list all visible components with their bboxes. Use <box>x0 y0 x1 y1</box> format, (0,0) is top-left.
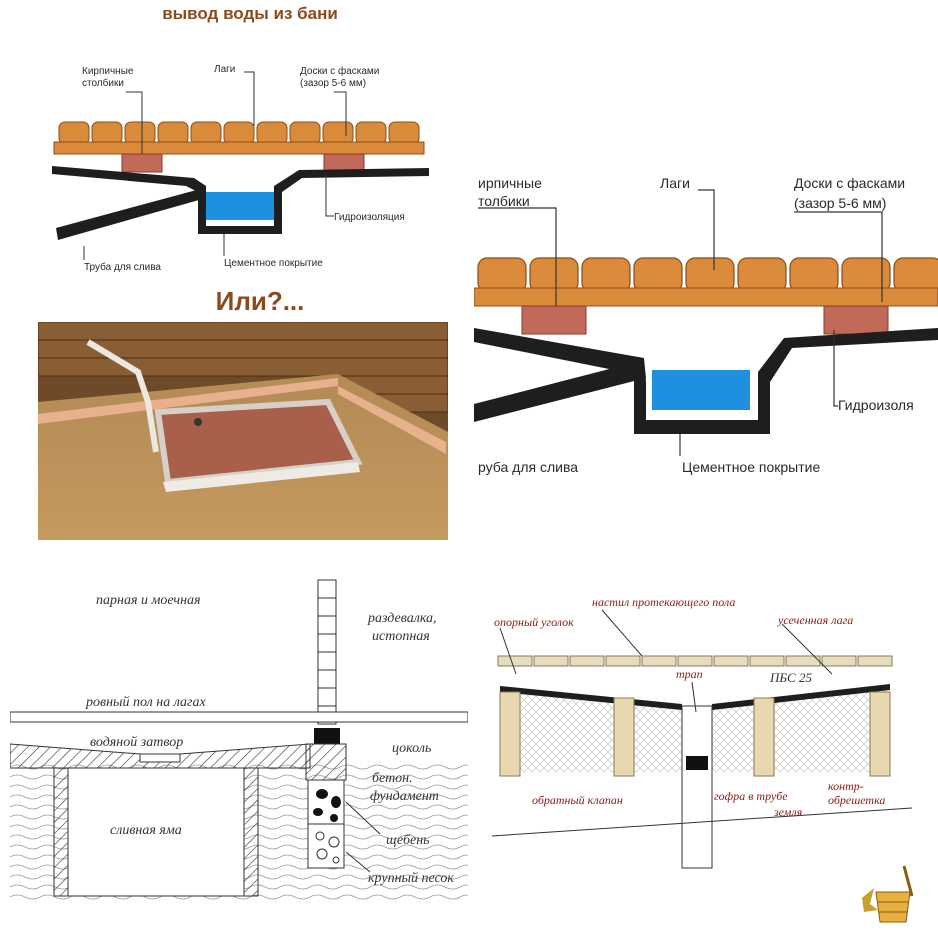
label-corrugation: гофра в трубе <box>714 789 788 803</box>
label-changing-room-2: истопная <box>372 629 430 644</box>
diagram-a-panel: Кирпичные столбики Лаги Доски с фасками … <box>34 48 454 284</box>
label-waterproofing: Гидроизоляция <box>334 212 405 223</box>
membrane <box>52 166 429 234</box>
leader-lines-d <box>492 609 912 837</box>
label-water-seal: водяной затвор <box>90 735 183 750</box>
label-counter-batten-2: обрешетка <box>828 793 885 807</box>
label-check-valve: обратный клапан <box>532 793 623 807</box>
label-sump: сливная яма <box>110 823 182 838</box>
label-b-waterproofing: Гидроизоля <box>838 397 914 413</box>
label-b-brick-posts-1: ирпичные <box>478 175 542 191</box>
diagram-d-panel: настил протекающего пола опорный уголок … <box>492 588 912 888</box>
deck-boards <box>497 655 893 667</box>
leader-lines <box>83 71 347 260</box>
label-gravel: щебень <box>386 833 430 848</box>
label-plinth: цоколь <box>392 741 431 756</box>
label-pbs: ПБС 25 <box>769 670 812 685</box>
brick-wall <box>317 579 337 725</box>
label-b-brick-posts-2: толбики <box>478 193 530 209</box>
diagram-c-svg: парная и моечная раздевалка, истопная ро… <box>10 579 468 902</box>
label-deck: настил протекающего пола <box>592 595 735 609</box>
label-boards-1: Доски с фасками <box>300 65 379 77</box>
drain-pipe <box>56 188 206 240</box>
label-steam-room: парная и моечная <box>96 593 201 608</box>
water-b <box>652 370 750 410</box>
boards <box>58 121 420 145</box>
photo-under-floor <box>38 322 448 540</box>
joist <box>53 141 425 155</box>
drain-pipe-d <box>681 705 713 869</box>
label-b-joists: Лаги <box>660 175 690 191</box>
label-changing-room-1: раздевалка, <box>367 611 437 626</box>
label-drain: трап <box>676 667 703 681</box>
title-text: вывод воды из бани <box>162 4 338 23</box>
membrane-d <box>500 686 682 710</box>
label-b-boards-2: (зазор 5-6 мм) <box>794 195 886 211</box>
bucket-logo <box>856 862 928 932</box>
label-joists: Лаги <box>214 64 235 75</box>
or-text: Или?... <box>215 286 305 316</box>
label-drain-pipe: Труба для слива <box>84 261 161 273</box>
label-brick-posts-2: столбики <box>82 77 124 89</box>
diagram-b-svg: ирпичные толбики Лаги Доски с фасками (з… <box>474 175 938 475</box>
label-support-angle: опорный уголок <box>494 615 574 629</box>
label-cut-joist: усеченная лага <box>777 613 853 627</box>
page-title: вывод воды из бани <box>0 4 500 24</box>
label-boards-2: (зазор 5-6 мм) <box>300 78 366 89</box>
diagram-d-svg: настил протекающего пола опорный уголок … <box>492 595 912 869</box>
photo-svg <box>38 322 448 540</box>
diagram-a-svg: Кирпичные столбики Лаги Доски с фасками … <box>52 64 429 273</box>
membrane-b <box>474 328 938 434</box>
joist-b <box>474 287 938 307</box>
label-sand: крупный песок <box>368 871 454 886</box>
label-b-boards-1: Доски с фасками <box>794 175 905 191</box>
water <box>206 192 274 220</box>
bucket-logo-svg <box>862 865 914 923</box>
label-cement: Цементное покрытие <box>224 258 323 269</box>
or-heading: Или?... <box>180 286 340 317</box>
label-counter-batten-1: контр- <box>828 779 864 793</box>
label-floor: ровный пол на лагах <box>85 695 206 710</box>
brick-posts <box>121 153 365 173</box>
label-brick-posts-1: Кирпичные <box>82 66 134 77</box>
label-concrete-1: бетон. <box>372 771 413 786</box>
label-ground: земля <box>773 805 803 819</box>
label-b-cement: Цементное покрытие <box>682 459 820 475</box>
brick-posts-b <box>521 305 889 335</box>
drain-pipe-b <box>474 360 646 422</box>
label-b-drain-pipe: руба для слива <box>478 459 578 475</box>
leader-lines-b <box>478 189 883 456</box>
boards-b <box>477 257 938 293</box>
diagram-c-panel: парная и моечная раздевалка, истопная ро… <box>10 572 468 902</box>
label-concrete-2: фундамент <box>370 789 439 804</box>
diagram-b-panel: ирпичные толбики Лаги Доски с фасками (з… <box>474 160 938 490</box>
